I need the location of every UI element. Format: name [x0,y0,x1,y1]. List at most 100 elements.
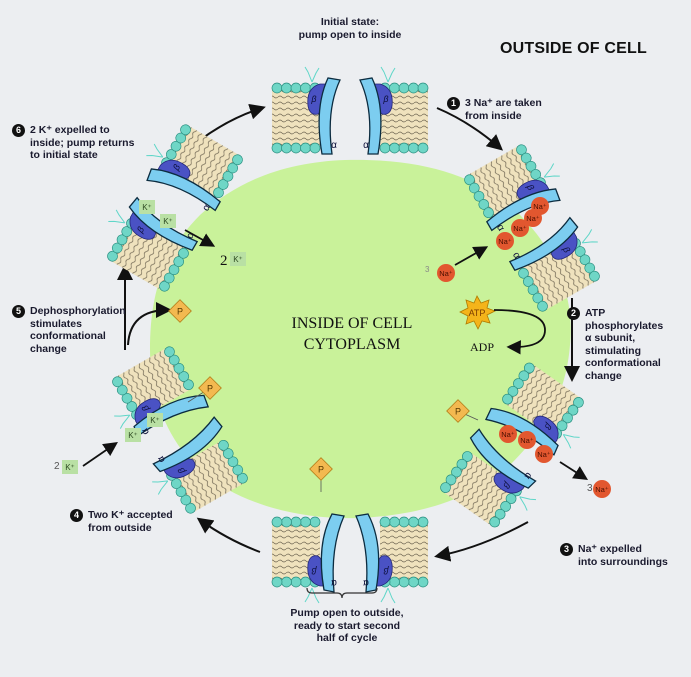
beta-label: β [501,480,513,491]
lipid-head [389,516,400,528]
arrow-initial-to-1 [436,107,504,151]
lipid-head [398,82,410,94]
open-outside-line3: half of cycle [316,632,378,644]
step-2-line2: phosphorylates [585,319,664,332]
lipid-head [398,576,410,588]
lipid-head [281,576,292,588]
lipid-head [281,516,292,528]
beta-label: β [543,421,555,432]
atp-to-adp-arrow [493,309,546,355]
step-2-line6: change [585,369,622,382]
two-k-inside-count: 2 [220,253,228,269]
lipid-head [408,142,419,154]
glycan-chain [146,143,164,158]
lipid-head [300,82,311,94]
step-4-line2: from outside [88,521,152,534]
lipid-tails [442,452,520,527]
glycan-chain [380,587,396,604]
sodium-ion [437,264,455,282]
lipid-head [290,142,302,154]
lipid-head [232,154,243,166]
lipid-head [417,142,429,154]
na-release-3: Na⁺ [535,445,553,463]
lipid-head [271,516,283,528]
lipid-tails [467,145,543,218]
phosphate-open-outside: P [309,457,333,492]
lipid-bilayer [379,516,429,588]
lipid-head [417,82,429,94]
step-3-line1: Na⁺ expelled [578,543,642,555]
sodium-label: Na⁺ [526,214,540,223]
step-4: 4 Two K⁺ accepted from outside [70,509,173,534]
alpha-label: α [494,223,507,234]
alpha-label: α [510,250,523,261]
cycle-arrows [117,103,580,562]
inside-line1: INSIDE OF CELL [291,315,413,332]
lipid-head [178,247,189,259]
glycan-chain [519,496,537,511]
k-accepting-2: K⁺ [125,428,141,442]
phosphate-diamond [198,376,222,400]
alpha-subunit [469,428,537,489]
sodium-label: Na⁺ [501,430,515,439]
phosphate-label: P [455,407,461,417]
lipid-head [389,576,400,588]
alpha-subunit [359,77,382,155]
lipid-head [417,516,429,528]
sodium-label: Na⁺ [498,237,512,246]
potassium-ion [160,214,176,228]
lipid-head [379,516,391,528]
lipid-head [300,576,311,588]
lipid-head [379,142,391,154]
glycan-chain [304,66,320,83]
alpha-subunit [318,77,341,155]
lipid-head [271,576,283,588]
lipid-head [537,300,548,312]
potassium-label: K⁺ [142,203,152,212]
lipid-tails [110,218,186,291]
lipid-head [281,82,292,94]
beta-label: β [524,182,536,192]
glycan-chain [380,66,396,83]
step-number-badge: 1 [447,97,460,110]
k-exit-arrow [184,229,216,247]
atp-label: ATP [469,308,486,318]
step-number-badge: 4 [70,509,83,522]
sodium-label: Na⁺ [595,485,609,494]
glycan-chain [152,480,169,495]
phosphate-diamond [168,299,192,323]
lipid-head [271,82,283,94]
lipid-bilayer [502,362,584,439]
beta-label: β [560,244,572,254]
step-4-line1: Two K⁺ accepted [88,509,173,521]
lipid-head [290,576,302,588]
potassium-ion [147,413,163,427]
k-bound-1: K⁺ [139,200,155,214]
potassium-label: K⁺ [65,463,75,472]
alpha-label: α [331,140,337,151]
three-na-inside-count: 3 [425,265,430,274]
alpha-subunit [152,416,223,473]
sodium-label: Na⁺ [439,269,453,278]
potassium-ion [139,200,155,214]
open-outside-caption: Pump open to outside, ready to start sec… [262,607,432,645]
lipid-head [164,346,175,358]
potassium-label: K⁺ [150,416,160,425]
step-5-line1: Dephosphorylation [30,305,126,317]
beta-label: β [134,225,146,235]
step-6-line2: inside; pump returns [30,136,135,149]
step-2: 2 ATP phosphorylates α subunit, stimulat… [567,307,663,382]
lipid-tails [164,125,240,198]
step-6-line1: 2 K⁺ expelled to [30,124,110,136]
step-3-line2: into surroundings [578,555,668,568]
outside-of-cell-title: OUTSIDE OF CELL [500,40,647,57]
na-inside-free: Na⁺ [437,264,455,282]
lipid-bilayer [107,217,189,292]
lipid-tails [504,363,582,438]
glycan-chain [581,229,598,244]
lipid-tails [115,347,191,420]
lipid-head [483,207,494,219]
lipid-head [440,482,451,493]
step-6: 6 2 K⁺ expelled to inside; pump returns … [12,124,134,162]
